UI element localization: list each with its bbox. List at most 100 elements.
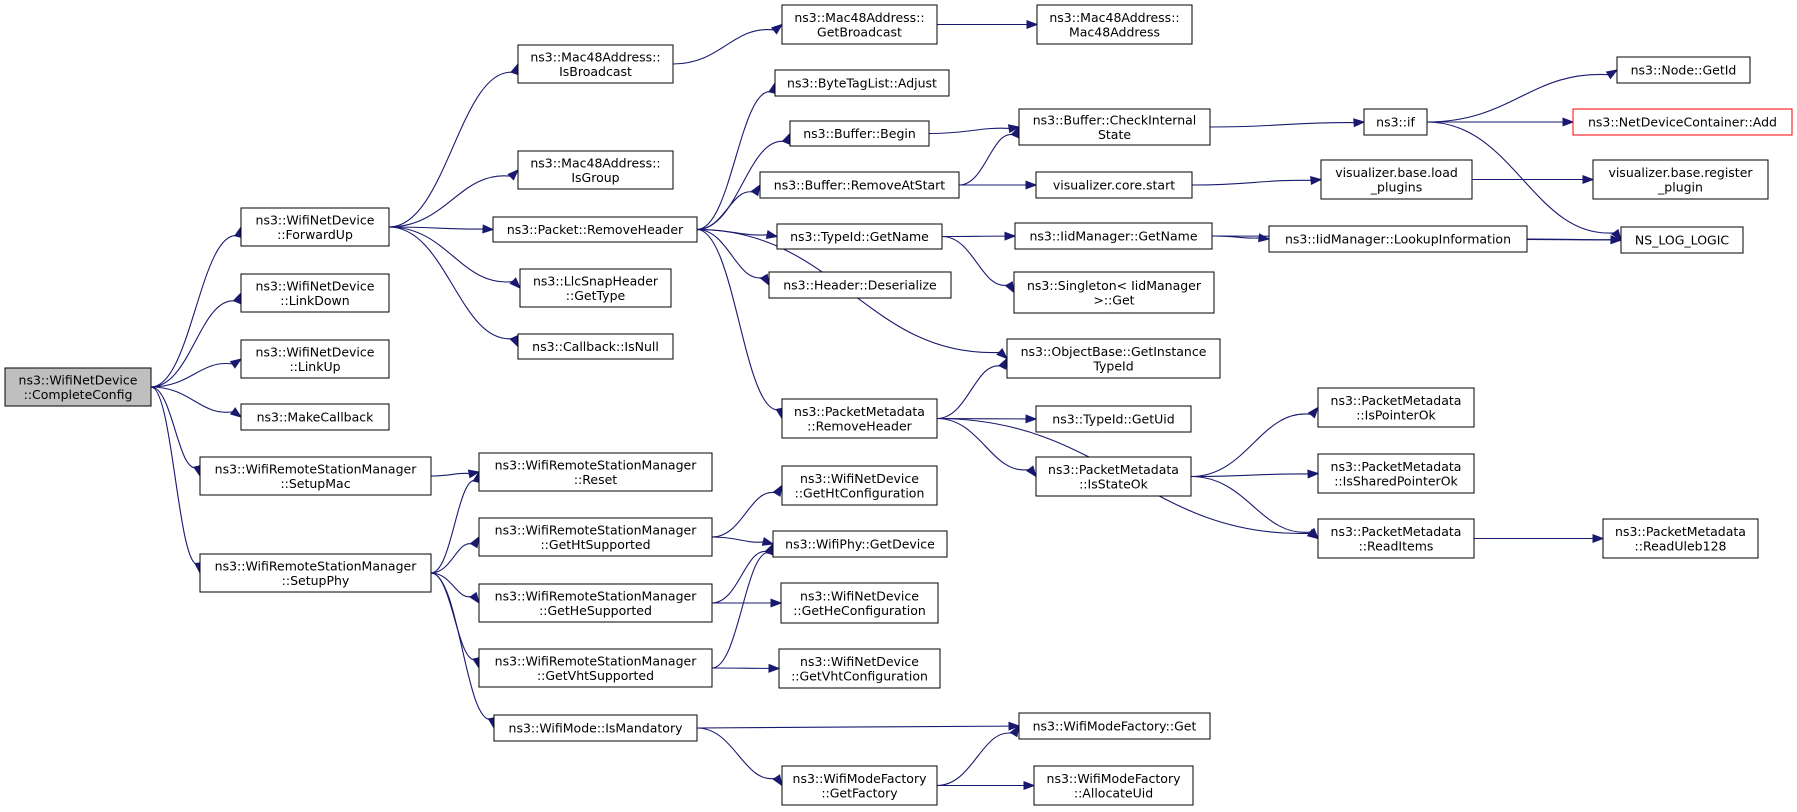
node-ndcadd[interactable]: ns3::NetDeviceContainer::Add	[1572, 108, 1793, 136]
node-label-line: ns3::Mac48Address::	[1049, 10, 1179, 25]
node-singleton[interactable]: ns3::Singleton< IidManager>::Get	[1013, 271, 1215, 314]
node-wmffactory[interactable]: ns3::WifiModeFactory::GetFactory	[781, 765, 938, 806]
node-nsif[interactable]: ns3::if	[1363, 108, 1428, 136]
node-label-line: Mac48Address	[1069, 24, 1160, 39]
edge-arrowhead	[507, 169, 520, 181]
node-box	[789, 120, 930, 147]
node-visload[interactable]: visualizer.base.load_plugins	[1320, 159, 1473, 200]
node-readuleb[interactable]: ns3::PacketMetadata::ReadUleb128	[1602, 518, 1759, 559]
edge-arrowhead	[761, 537, 775, 546]
node-readitems[interactable]: ns3::PacketMetadata::ReadItems	[1317, 518, 1475, 559]
node-nslog[interactable]: NS_LOG_LOGIC	[1620, 226, 1744, 254]
node-label-line: _plugins	[1370, 179, 1422, 194]
edge-iidname-to-iidlookup	[1211, 233, 1271, 243]
edge-fwdup-to-cbisnull	[388, 226, 519, 348]
node-box	[519, 268, 672, 308]
node-btladjust[interactable]: ns3::ByteTagList::Adjust	[774, 69, 950, 97]
node-isstateok[interactable]: ns3::PacketMetadata::IsStateOk	[1035, 456, 1192, 497]
node-box	[759, 171, 960, 199]
node-label-line: ::Reset	[574, 472, 617, 487]
edge-arrowhead	[768, 663, 781, 673]
node-viscore[interactable]: visualizer.core.start	[1035, 171, 1193, 199]
node-setupmac[interactable]: ns3::WifiRemoteStationManager::SetupMac	[199, 456, 432, 496]
node-label-line: ns3::IidManager::LookupInformation	[1285, 232, 1511, 247]
edge-arrowhead	[1353, 118, 1366, 128]
node-setupphy[interactable]: ns3::WifiRemoteStationManager::SetupPhy	[199, 553, 432, 593]
node-visreg[interactable]: visualizer.base.register_plugin	[1592, 159, 1769, 200]
edge-ismand-to-wmfget	[696, 721, 1021, 731]
node-label-line: visualizer.base.load	[1335, 165, 1458, 180]
node-label-line: ns3::WifiPhy::GetDevice	[785, 537, 935, 552]
node-htsup[interactable]: ns3::WifiRemoteStationManager::GetHtSupp…	[478, 517, 713, 557]
edge-arrowhead	[1004, 231, 1017, 241]
node-box	[1018, 108, 1211, 146]
node-hdrdeser[interactable]: ns3::Header::Deserialize	[768, 271, 952, 299]
edge-nsif-to-nslog	[1426, 121, 1622, 242]
node-box	[199, 553, 432, 593]
node-label-line: ns3::WifiModeFactory	[1047, 771, 1182, 786]
node-box	[517, 333, 674, 360]
node-label-line: ns3::WifiRemoteStationManager	[495, 588, 698, 603]
node-ismand[interactable]: ns3::WifiMode::IsMandatory	[493, 714, 698, 742]
node-label-line: ns3::MakeCallback	[257, 410, 375, 425]
node-box	[1006, 338, 1221, 379]
node-isbcast[interactable]: ns3::Mac48Address::IsBroadcast	[517, 44, 674, 84]
edge-arrowhead	[1605, 69, 1619, 80]
node-wmfget[interactable]: ns3::WifiModeFactory::Get	[1018, 712, 1211, 740]
node-hesup[interactable]: ns3::WifiRemoteStationManager::GetHeSupp…	[478, 583, 713, 623]
node-linkdown[interactable]: ns3::WifiNetDevice::LinkDown	[240, 273, 390, 313]
node-makecb[interactable]: ns3::MakeCallback	[240, 403, 390, 431]
node-box	[781, 765, 938, 806]
edge-arrowhead	[509, 277, 521, 290]
edge-line	[936, 732, 1015, 787]
node-nodegetid[interactable]: ns3::Node::GetId	[1616, 56, 1751, 84]
node-isshptrok[interactable]: ns3::PacketMetadata::IsSharedPointerOk	[1317, 453, 1475, 494]
node-tidname[interactable]: ns3::TypeId::GetName	[776, 223, 943, 250]
node-vhtsup[interactable]: ns3::WifiRemoteStationManager::GetVhtSup…	[478, 648, 713, 688]
node-label-line: ns3::WifiModeFactory	[793, 771, 928, 786]
edge-arrowhead	[1592, 533, 1605, 544]
node-root[interactable]: ns3::WifiNetDevice::CompleteConfig	[4, 367, 152, 407]
node-gethtcfg[interactable]: ns3::WifiNetDevice::GetHtConfiguration	[781, 465, 938, 506]
edge-pmremhdr-to-getinst	[936, 357, 1008, 420]
node-box	[1602, 518, 1759, 559]
edge-tidname-to-singleton	[941, 235, 1015, 294]
node-box	[1572, 108, 1793, 136]
node-label-line: ::GetHtSupported	[540, 537, 650, 552]
node-tiduid[interactable]: ns3::TypeId::GetUid	[1035, 405, 1192, 433]
node-mac48[interactable]: ns3::Mac48Address::Mac48Address	[1036, 4, 1193, 45]
node-bufbegin[interactable]: ns3::Buffer::Begin	[789, 120, 930, 147]
node-isgroup[interactable]: ns3::Mac48Address::IsGroup	[517, 150, 674, 190]
edge-bufbegin-to-bufcheck	[928, 124, 1021, 135]
node-linkup[interactable]: ns3::WifiNetDevice::LinkUp	[240, 339, 390, 379]
node-isptrok[interactable]: ns3::PacketMetadata::IsPointerOk	[1317, 387, 1475, 428]
node-remhdr[interactable]: ns3::Packet::RemoveHeader	[492, 216, 698, 243]
node-box	[240, 207, 390, 247]
edge-arrowhead	[759, 273, 770, 287]
node-fwdup[interactable]: ns3::WifiNetDevice::ForwardUp	[240, 207, 390, 247]
node-reset[interactable]: ns3::WifiRemoteStationManager::Reset	[478, 452, 713, 492]
node-bufremove[interactable]: ns3::Buffer::RemoveAtStart	[759, 171, 960, 199]
node-iidname[interactable]: ns3::IidManager::GetName	[1014, 222, 1213, 250]
edge-hesup-to-phydev	[711, 542, 774, 604]
edge-line	[150, 386, 200, 565]
edge-hesup-to-gethecfg	[712, 598, 783, 608]
node-pmremhdr[interactable]: ns3::PacketMetadata::RemoveHeader	[781, 398, 938, 439]
edge-line	[1426, 121, 1616, 234]
edge-arrowhead	[1307, 406, 1319, 419]
edge-line	[936, 417, 1031, 471]
edge-line	[150, 386, 199, 469]
edge-arrowhead	[1023, 780, 1036, 791]
edge-htsup-to-phydev	[711, 536, 775, 546]
node-allocuid[interactable]: ns3::WifiModeFactory::AllocateUid	[1033, 765, 1194, 806]
node-llcgettype[interactable]: ns3::LlcSnapHeader::GetType	[519, 268, 672, 308]
node-gethecfg[interactable]: ns3::WifiNetDevice::GetHeConfiguration	[780, 582, 939, 624]
edge-line	[1190, 413, 1313, 478]
node-cbisnull[interactable]: ns3::Callback::IsNull	[517, 333, 674, 360]
node-iidlookup[interactable]: ns3::IidManager::LookupInformation	[1268, 225, 1528, 253]
node-phydev[interactable]: ns3::WifiPhy::GetDevice	[772, 530, 948, 558]
node-getbcast[interactable]: ns3::Mac48Address::GetBroadcast	[781, 4, 938, 45]
node-getvhtcfg[interactable]: ns3::WifiNetDevice::GetVhtConfiguration	[778, 648, 941, 689]
